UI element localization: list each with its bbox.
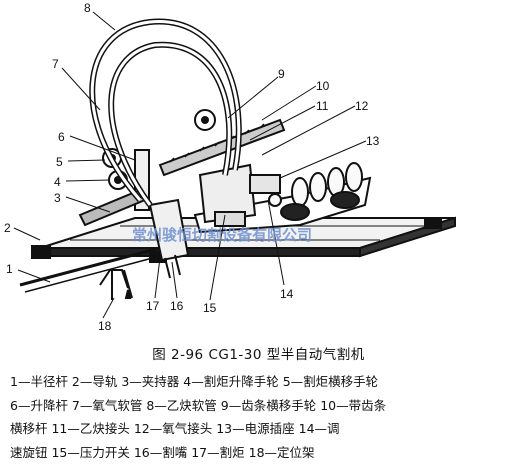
legend-line: 6—升降杆 7—氧气软管 8—乙炔软管 9—齿条横移手轮 10—带齿条: [10, 397, 387, 413]
cutting-machine-diagram: 1 2 3 4 5 6 7 8 9 10 11 12 13 14 15 16 1…: [4, 1, 456, 333]
callout-6: 6: [58, 130, 65, 144]
callout-12: 12: [355, 99, 369, 113]
drive-rollers: [280, 162, 363, 221]
hoses: [89, 18, 242, 207]
callout-8: 8: [84, 1, 91, 15]
legend-line: 横移杆 11—乙炔接头 12—氧气接头 13—电源插座 14—调: [10, 421, 340, 436]
callout-4: 4: [54, 175, 61, 189]
callout-13: 13: [366, 134, 380, 148]
figure-caption: 图 2-96 CG1-30 型半自动气割机: [152, 347, 365, 363]
callout-11: 11: [316, 99, 329, 113]
callout-7: 7: [52, 57, 59, 71]
callout-14: 14: [280, 287, 294, 301]
callout-17: 17: [146, 299, 160, 313]
callout-15: 15: [203, 301, 217, 315]
legend-line: 速旋钮 15—压力开关 16—割嘴 17—割炬 18—定位架: [10, 444, 315, 460]
legend-line: 1—半径杆 2—导轨 3—夹持器 4—割炬升降手轮 5—割炬横移手轮: [10, 374, 379, 389]
callout-18: 18: [98, 319, 112, 333]
callout-10: 10: [316, 79, 330, 93]
callout-1: 1: [6, 262, 13, 276]
rack-traverse-bar: [158, 118, 286, 177]
figure-legend: 1—半径杆 2—导轨 3—夹持器 4—割炬升降手轮 5—割炬横移手轮 6—升降杆…: [10, 370, 515, 464]
callout-9: 9: [278, 67, 285, 81]
callout-2: 2: [4, 221, 11, 235]
callout-5: 5: [56, 155, 63, 169]
watermark: 常州骏恒切割设备有限公司: [132, 226, 312, 244]
callout-16: 16: [170, 299, 184, 313]
leader-lines: [13, 11, 367, 319]
positioning-frame: [99, 269, 133, 300]
radius-bar: [19, 246, 161, 293]
callout-labels: 1 2 3 4 5 6 7 8 9 10 11 12 13 14 15 16 1…: [4, 1, 380, 333]
callout-3: 3: [54, 191, 61, 205]
